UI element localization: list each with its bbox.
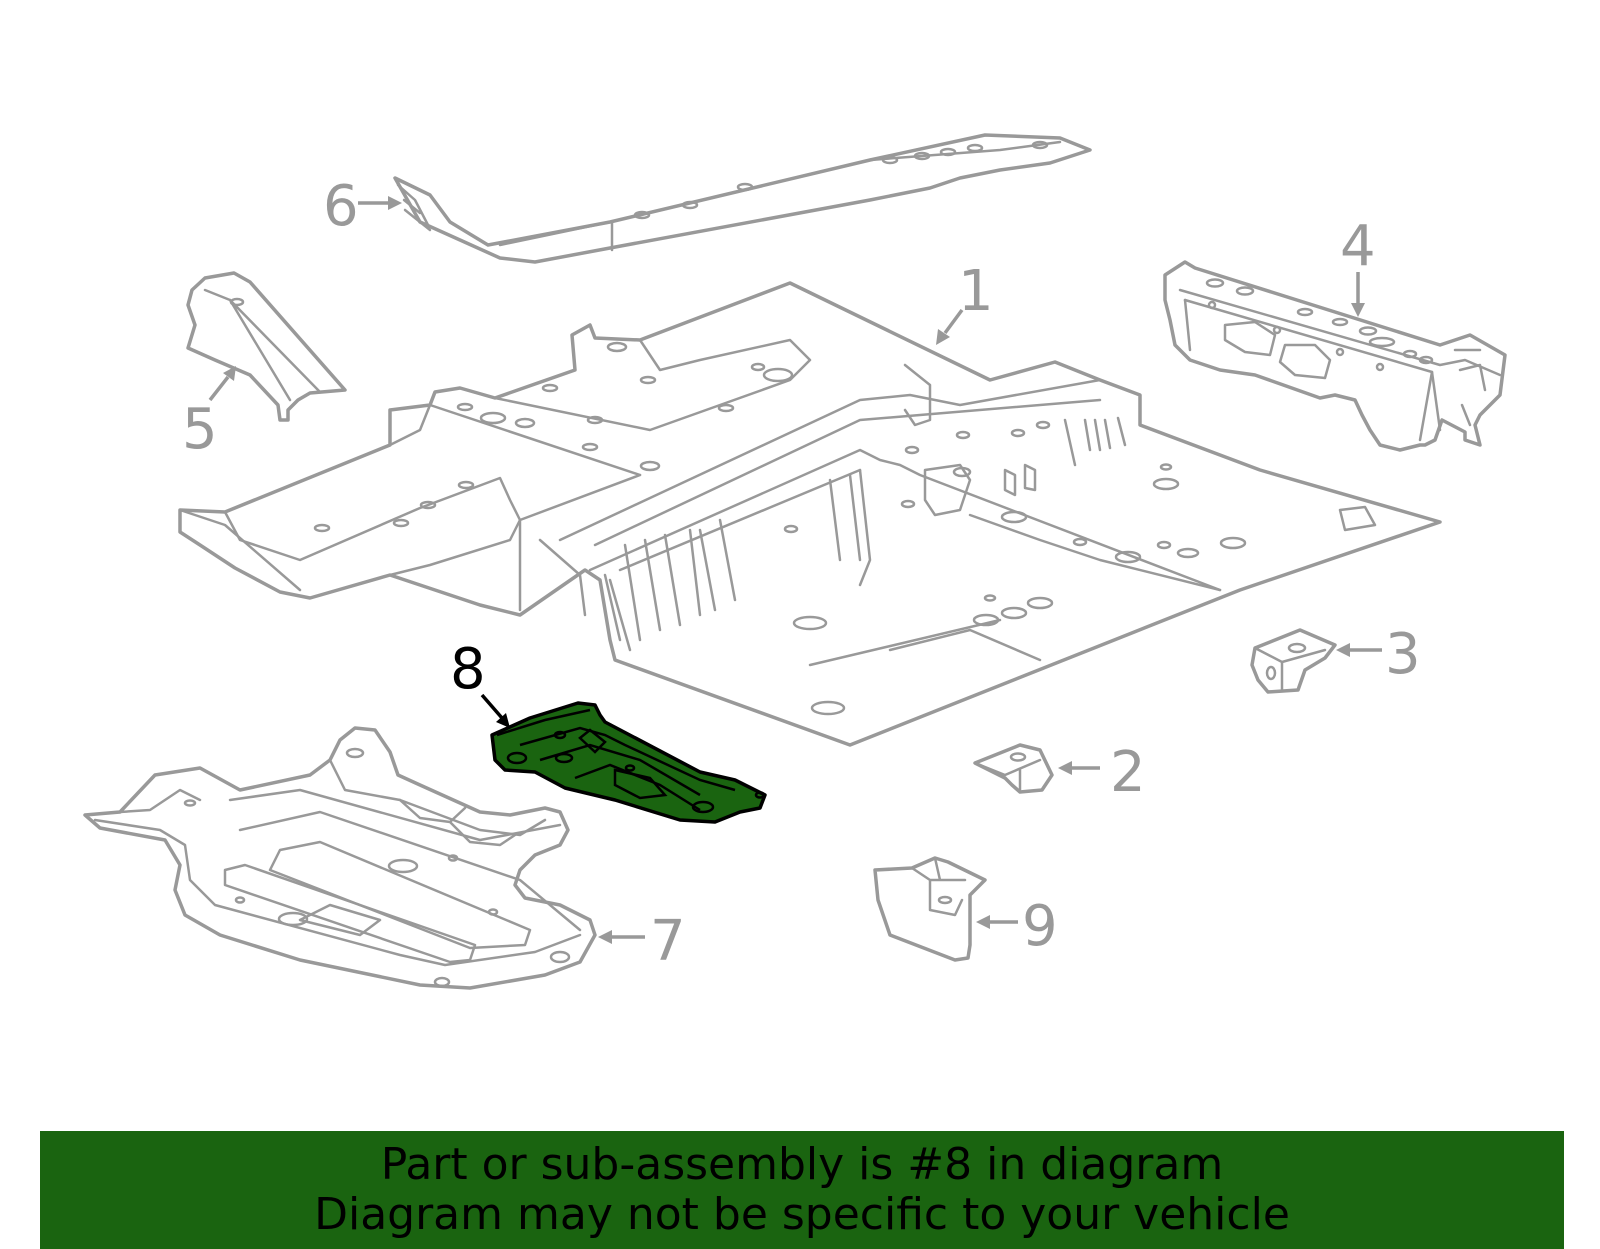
callout-3: 3	[1385, 622, 1421, 687]
parts-diagram: 6 1 4 5 3 2 7 9 8	[83, 133, 1507, 990]
part-5-panel[interactable]	[186, 271, 347, 422]
part-7-underbody-shield[interactable]	[83, 726, 597, 990]
info-banner: Part or sub-assembly is #8 in diagram Di…	[40, 1131, 1564, 1249]
banner-line-2: Diagram may not be specific to your vehi…	[314, 1189, 1290, 1240]
leader-arrows	[208, 196, 1382, 944]
callout-1: 1	[958, 259, 994, 324]
callout-6: 6	[323, 174, 359, 239]
part-9-bracket[interactable]	[873, 856, 987, 962]
part-6-rail[interactable]	[393, 133, 1092, 264]
part-8-heat-shield-highlighted[interactable]	[490, 701, 767, 824]
callout-4: 4	[1340, 214, 1376, 279]
part-3-bracket[interactable]	[1250, 628, 1337, 694]
callout-2: 2	[1110, 740, 1146, 805]
callout-9: 9	[1022, 894, 1058, 959]
part-1-floor-pan[interactable]	[178, 281, 1442, 747]
callout-7: 7	[650, 909, 686, 974]
part-2-bracket[interactable]	[973, 743, 1054, 794]
banner-line-1: Part or sub-assembly is #8 in diagram	[380, 1139, 1224, 1190]
callout-5: 5	[182, 397, 218, 462]
callout-8-highlighted: 8	[450, 637, 486, 702]
part-4-cross-member[interactable]	[1163, 260, 1507, 452]
